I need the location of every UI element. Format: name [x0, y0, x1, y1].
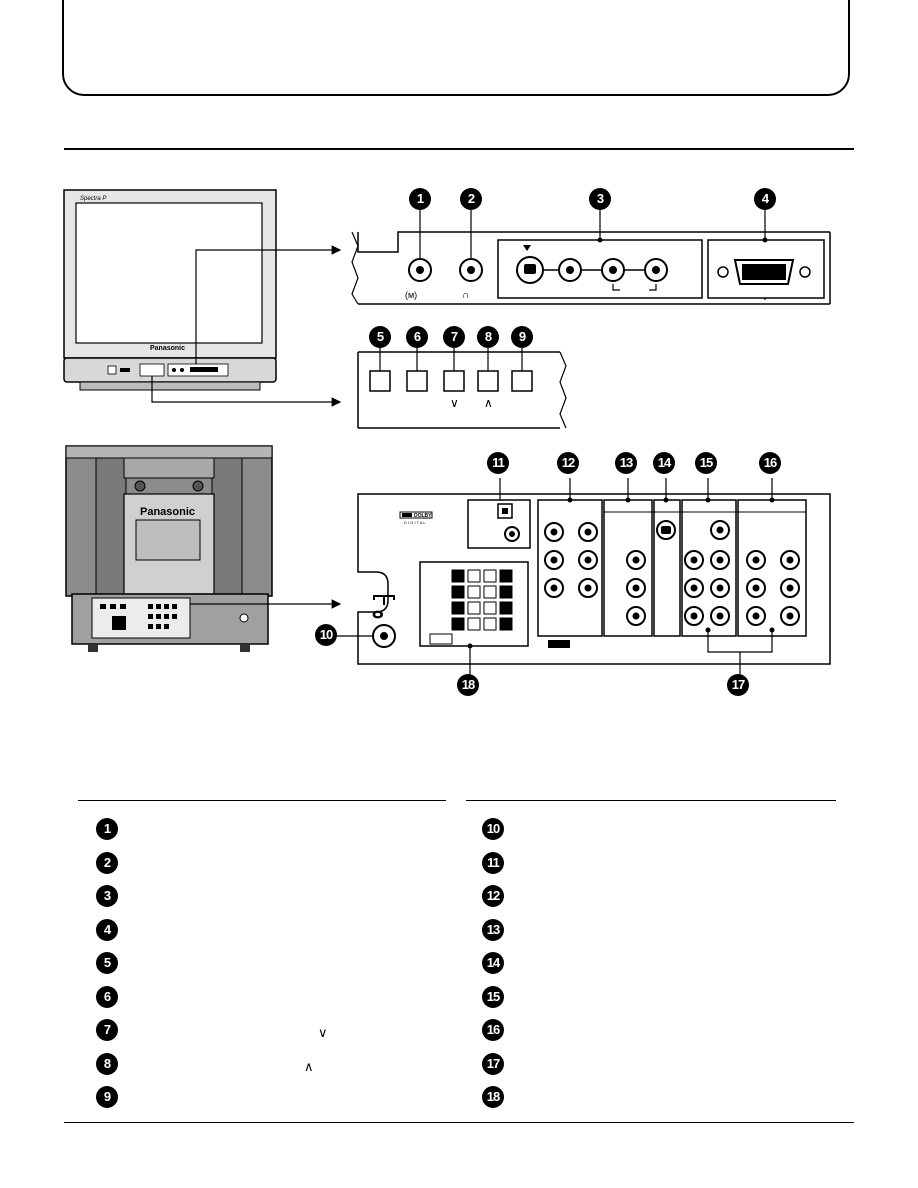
front-model-label: Spectra P	[80, 196, 107, 202]
legend-item-8: 8∧	[96, 1052, 456, 1077]
speaker-terminal	[483, 585, 497, 599]
legend-badge: 9	[96, 1086, 118, 1108]
callout-7: 7	[443, 326, 465, 348]
speaker-terminal	[451, 585, 465, 599]
legend-badge: 6	[96, 985, 118, 1008]
legend-item-14: 14	[482, 952, 842, 976]
legend-badge: 17	[482, 1052, 504, 1075]
connection-diagram: (ᴍ) ∩	[63, 189, 831, 676]
front-brand-logo: Panasonic	[150, 345, 186, 352]
callout-13: 13	[615, 452, 637, 474]
callout-2: 2	[460, 188, 482, 210]
rear-brand-logo: Panasonic	[140, 506, 196, 518]
legend-badge: 7	[96, 1019, 118, 1041]
callout-17: 17	[727, 674, 749, 696]
callout-11: 11	[487, 452, 509, 474]
legend-badge: 18	[482, 1086, 504, 1108]
speaker-terminal	[483, 569, 497, 583]
footer-divider	[64, 1122, 854, 1123]
legend-item-18: 18	[482, 1086, 842, 1110]
speaker-terminal	[467, 569, 481, 583]
front-button-panel	[357, 348, 567, 429]
speaker-terminal	[499, 585, 513, 599]
legend-badge: 16	[482, 1019, 504, 1041]
callout-4: 4	[754, 188, 776, 210]
button-label-up: ∧	[484, 396, 493, 410]
legend-item-11: 11	[482, 851, 842, 876]
legend-item-13: 13	[482, 918, 842, 943]
callout-18: 18	[457, 674, 479, 696]
legend-divider-left	[78, 800, 446, 801]
legend-badge: 11	[482, 851, 504, 874]
speaker-terminal	[451, 617, 465, 631]
legend-item-2: 2	[96, 851, 456, 876]
legend-badge: 5	[96, 952, 118, 974]
legend-badge: 13	[482, 918, 504, 941]
button-label-down: ∨	[450, 396, 459, 410]
speaker-terminal	[467, 617, 481, 631]
speaker-terminal	[499, 569, 513, 583]
callout-12: 12	[557, 452, 579, 474]
legend-item-15: 15	[482, 985, 842, 1010]
svg-text:(ᴍ): (ᴍ)	[405, 290, 417, 300]
legend-badge: 2	[96, 851, 118, 874]
legend-item-5: 5	[96, 952, 456, 976]
speaker-terminal	[483, 617, 497, 631]
callout-5: 5	[369, 326, 391, 348]
callout-16: 16	[759, 452, 781, 474]
legend-item-12: 12	[482, 885, 842, 909]
legend-arrow-glyph: ∨	[318, 1025, 328, 1040]
legend-item-6: 6	[96, 985, 456, 1010]
speaker-terminal	[451, 569, 465, 583]
legend-badge: 1	[96, 818, 118, 840]
legend-item-10: 10	[482, 818, 842, 842]
dolby-label: DOLBY	[414, 513, 432, 519]
legend-item-3: 3	[96, 885, 456, 909]
speaker-terminal	[483, 601, 497, 615]
rear-jack-panel: ⴰ	[330, 478, 831, 676]
section-divider	[64, 148, 854, 150]
front-tv-illustration	[63, 189, 342, 407]
legend-badge: 15	[482, 985, 504, 1008]
legend-badge: 3	[96, 885, 118, 907]
legend-badge: 12	[482, 885, 504, 907]
legend-badge: 8	[96, 1052, 118, 1075]
callout-9: 9	[511, 326, 533, 348]
callout-14: 14	[653, 452, 675, 474]
legend-badge: 10	[482, 818, 504, 840]
speaker-terminal	[467, 601, 481, 615]
legend-divider-right	[466, 800, 836, 801]
callout-1: 1	[409, 188, 431, 210]
dolby-digital-label: D I G I T A L	[404, 520, 426, 525]
svg-text:∩: ∩	[462, 290, 469, 301]
legend-item-4: 4	[96, 918, 456, 943]
legend-item-1: 1	[96, 818, 456, 842]
title-box	[62, 0, 850, 96]
speaker-terminal	[451, 601, 465, 615]
legend-arrow-glyph: ∧	[304, 1058, 314, 1074]
callout-8: 8	[477, 326, 499, 348]
callout-3: 3	[589, 188, 611, 210]
rear-tv-illustration	[65, 445, 342, 652]
speaker-terminal	[499, 601, 513, 615]
legend-item-17: 17	[482, 1052, 842, 1077]
legend-badge: 14	[482, 952, 504, 974]
callout-10: 10	[315, 624, 337, 646]
legend-item-7: 7∨	[96, 1019, 456, 1043]
callout-15: 15	[695, 452, 717, 474]
callout-6: 6	[406, 326, 428, 348]
speaker-terminal	[499, 617, 513, 631]
legend-item-16: 16	[482, 1019, 842, 1043]
svg-text:ⴰ: ⴰ	[372, 602, 384, 622]
speaker-terminal	[467, 585, 481, 599]
legend-item-9: 9	[96, 1086, 456, 1110]
legend-badge: 4	[96, 918, 118, 941]
front-jack-panel: (ᴍ) ∩	[351, 206, 831, 305]
